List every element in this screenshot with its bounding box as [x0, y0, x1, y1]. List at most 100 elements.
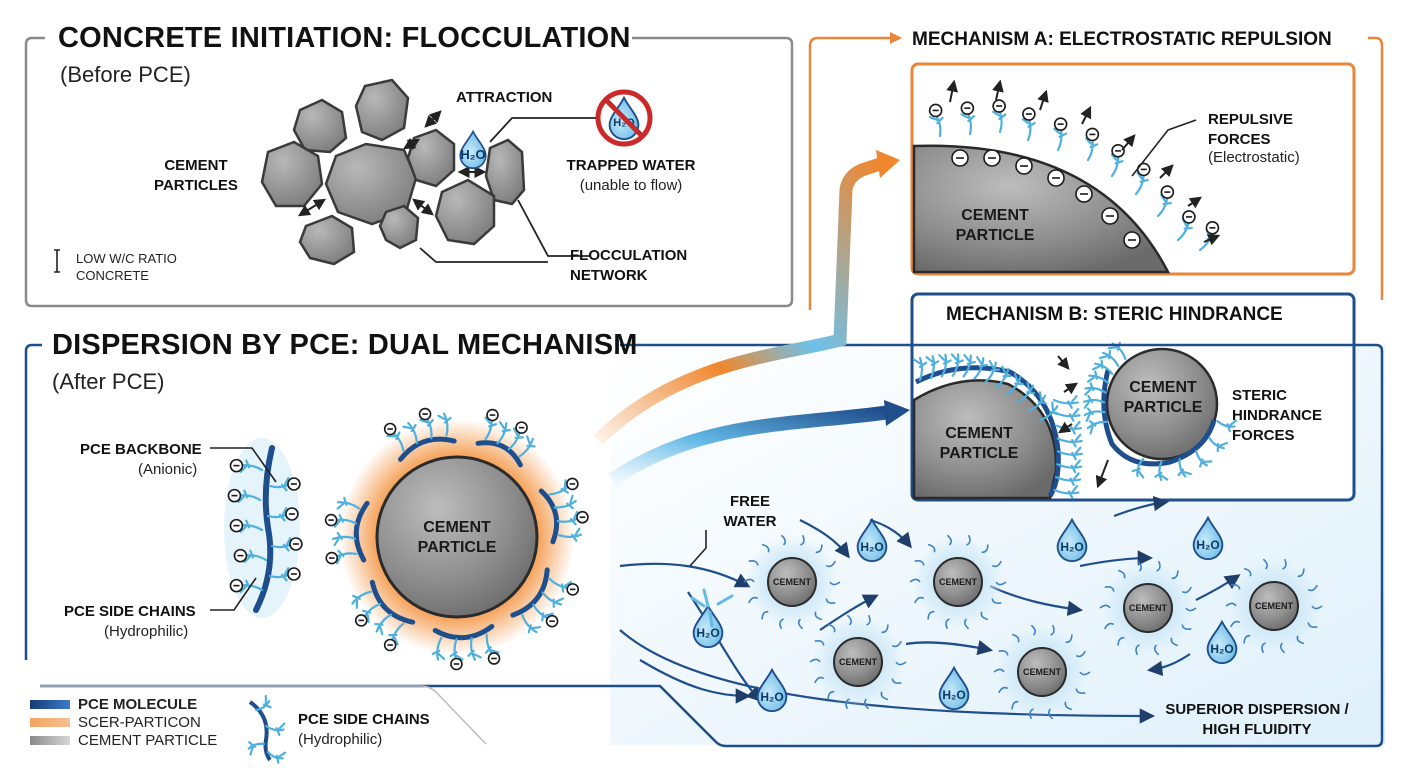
flocculation-panel: H₂O H₂O — [24, 36, 794, 308]
negative-charge-icon — [287, 477, 301, 491]
trapped-water-note: (unable to flow) — [579, 177, 683, 194]
negative-charge-icon — [566, 477, 579, 491]
negative-charge-icon — [383, 638, 397, 652]
dispersed-cement-particle: CEMENT — [993, 624, 1091, 720]
negative-charge-icon — [418, 407, 432, 421]
negative-charge-icon — [229, 578, 244, 593]
legend-item-scer-particon: SCER-PARTICON — [78, 714, 201, 731]
dispersion-subtitle: (After PCE) — [52, 369, 165, 394]
no-water-icon: H₂O — [595, 89, 653, 147]
dispersed-particle-label: CEMENT — [1255, 601, 1294, 611]
svg-text:H₂O: H₂O — [1060, 540, 1083, 554]
pce-backbone-label: PCE BACKBONE — [80, 441, 202, 458]
negative-charge-icon — [486, 408, 499, 422]
legend-item-cement-particle: CEMENT PARTICLE — [78, 732, 218, 749]
dispersed-cement-particle: CEMENT — [743, 534, 841, 630]
negative-charge-icon — [285, 507, 299, 521]
negative-charge-icon — [1053, 117, 1068, 131]
result-label: SUPERIOR DISPERSION /HIGH FLUIDITY — [1165, 701, 1349, 738]
dispersion-title: DISPERSION BY PCE: DUAL MECHANISM — [52, 329, 638, 361]
negative-charge-icon — [515, 421, 528, 434]
water-drop-icon: H₂O — [692, 604, 724, 648]
negative-charge-icon — [1182, 210, 1196, 224]
dispersed-particle-label: CEMENT — [773, 577, 812, 587]
cement-particles-cluster — [260, 78, 526, 266]
negative-charge-icon — [487, 652, 501, 665]
negative-charge-icon — [1022, 107, 1036, 121]
negative-charge-icon — [383, 422, 397, 436]
pce-backbone-note: (Anionic) — [138, 461, 198, 478]
negative-charge-icon — [1205, 221, 1220, 235]
dispersed-cement-particle: CEMENT — [1225, 558, 1323, 654]
negative-charge-icon — [229, 458, 244, 473]
negative-charge-icon — [951, 149, 969, 167]
negative-charge-icon — [233, 548, 248, 563]
negative-charge-icon — [1101, 207, 1119, 225]
negative-charge-icon — [354, 614, 368, 627]
negative-charge-icon — [960, 101, 975, 115]
negative-charge-icon — [566, 583, 580, 596]
negative-charge-icon — [1085, 127, 1100, 142]
negative-charge-icon — [450, 657, 463, 671]
water-drop-icon: H₂O — [856, 518, 888, 562]
dispersion-panel — [24, 343, 1384, 748]
dispersed-particle-label: CEMENT — [1023, 667, 1062, 677]
legend-side-chains-note: (Hydrophilic) — [298, 731, 383, 748]
dispersed-cement-particle: CEMENT — [909, 534, 1007, 630]
legend-side-chains-label: PCE SIDE CHAINS — [298, 711, 430, 728]
dispersed-particle-label: CEMENT — [839, 657, 878, 667]
svg-text:H₂O: H₂O — [1196, 538, 1219, 552]
repulsive-forces-note: (Electrostatic) — [1208, 149, 1300, 166]
mechanism-b-title: MECHANISM B: STERIC HINDRANCE — [946, 304, 1283, 325]
negative-charge-icon — [576, 510, 589, 524]
trapped-water-label: TRAPPED WATER — [566, 157, 696, 174]
dispersed-particle-label: CEMENT — [939, 577, 978, 587]
pce-side-chains-note: (Hydrophilic) — [104, 623, 189, 640]
svg-text:H₂O: H₂O — [696, 626, 719, 640]
negative-charge-icon — [545, 614, 559, 628]
negative-charge-icon — [1111, 144, 1125, 158]
attraction-label: ATTRACTION — [456, 89, 553, 106]
negative-charge-icon — [289, 537, 303, 551]
mechanism-a-panel — [808, 32, 1384, 310]
dispersed-particle-label: CEMENT — [1129, 603, 1168, 613]
free-water-splash-icon — [690, 588, 734, 628]
negative-charge-icon — [1160, 185, 1175, 199]
svg-text:H₂O: H₂O — [942, 688, 965, 702]
negative-charge-icon — [983, 149, 1001, 167]
mechanism-a-title: MECHANISM A: ELECTROSTATIC REPULSION — [912, 29, 1332, 50]
svg-text:H₂O: H₂O — [1210, 642, 1233, 656]
negative-charge-icon — [325, 551, 339, 565]
flocculation-subtitle: (Before PCE) — [60, 62, 191, 87]
negative-charge-icon — [1075, 185, 1093, 203]
legend-item-pce-molecule: PCE MOLECULE — [78, 696, 198, 713]
water-drop-icon: H₂O — [938, 666, 970, 710]
water-drop-icon: H₂O — [756, 668, 788, 712]
water-drop-icon: H₂O — [1206, 620, 1238, 664]
negative-charge-icon — [227, 488, 242, 503]
water-drop-icon: H₂O — [1192, 516, 1224, 560]
negative-charge-icon — [287, 567, 301, 581]
negative-charge-icon — [1123, 231, 1141, 249]
negative-charge-icon — [324, 513, 338, 527]
svg-text:H₂O: H₂O — [860, 540, 883, 554]
negative-charge-icon — [928, 103, 943, 118]
svg-text:H₂O: H₂O — [760, 690, 783, 704]
water-drop-icon: H₂O — [1056, 518, 1088, 562]
dispersed-cement-particle: CEMENT — [809, 614, 907, 710]
negative-charge-icon — [1047, 169, 1065, 187]
pce-side-chains-label: PCE SIDE CHAINS — [64, 603, 196, 620]
negative-charge-icon — [992, 99, 1006, 113]
svg-text:H₂O: H₂O — [460, 147, 485, 162]
negative-charge-icon — [229, 518, 244, 533]
flocculation-title: CONCRETE INITIATION: FLOCCULATION — [58, 22, 631, 54]
